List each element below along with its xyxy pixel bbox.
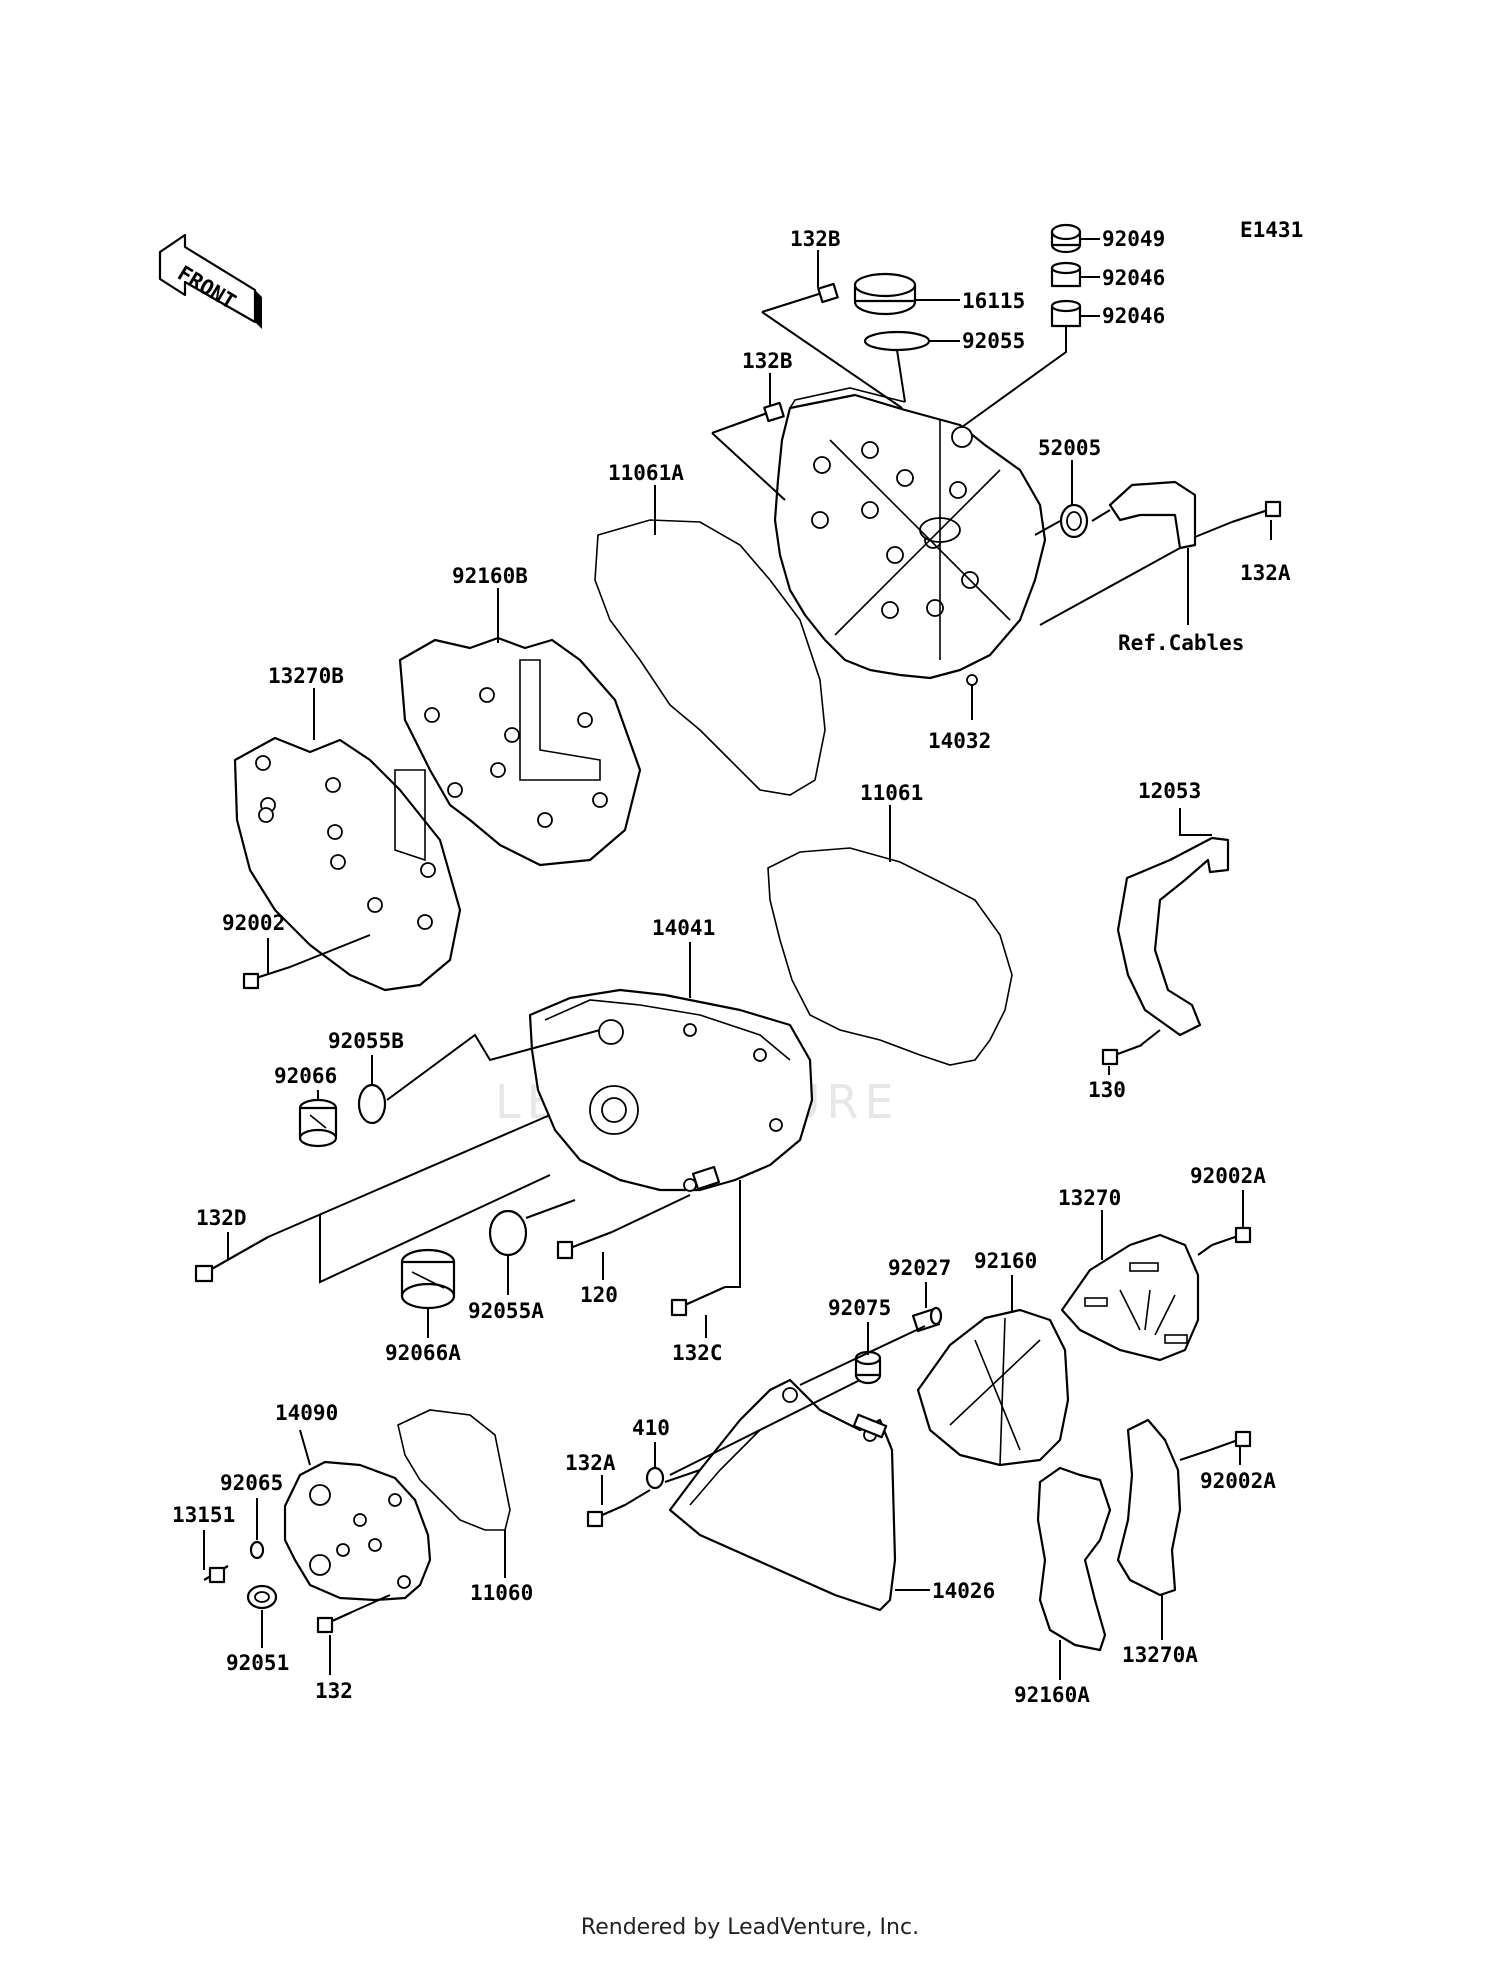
bolt-132A-low bbox=[586, 1503, 626, 1528]
plug-92066A bbox=[400, 1248, 456, 1310]
label-132D: 132D bbox=[196, 1206, 247, 1230]
bolt-132 bbox=[316, 1610, 353, 1634]
o-ring-92055A bbox=[488, 1209, 528, 1257]
front-direction-arrow: FRONT bbox=[158, 233, 262, 329]
gasket-11061 bbox=[767, 847, 1013, 1066]
label-14026: 14026 bbox=[932, 1579, 995, 1603]
label-11061: 11061 bbox=[860, 781, 923, 805]
bracket-12053 bbox=[1116, 836, 1230, 1037]
plate-92160A bbox=[1036, 1466, 1112, 1652]
label-13151: 13151 bbox=[172, 1503, 235, 1527]
label-132B-top: 132B bbox=[790, 227, 841, 251]
bolt-132B-mid bbox=[711, 401, 785, 435]
cover-13270 bbox=[1060, 1233, 1200, 1362]
cover-92160 bbox=[916, 1308, 1070, 1467]
label-16115: 16115 bbox=[962, 289, 1025, 313]
filler-cap-16115 bbox=[853, 272, 917, 316]
label-14032: 14032 bbox=[928, 729, 991, 753]
label-92051: 92051 bbox=[226, 1651, 289, 1675]
plug-92066 bbox=[298, 1098, 338, 1148]
cover-13270B bbox=[233, 736, 462, 992]
bolt-132B-top bbox=[761, 282, 839, 314]
gasket-11061A bbox=[594, 519, 826, 796]
label-14041: 14041 bbox=[652, 916, 715, 940]
label-92160B: 92160B bbox=[452, 564, 528, 588]
label-92160: 92160 bbox=[974, 1249, 1037, 1273]
bolt-92002A-low bbox=[1209, 1430, 1252, 1452]
label-92075: 92075 bbox=[828, 1296, 891, 1320]
bolt-92002 bbox=[242, 965, 291, 990]
label-92002: 92002 bbox=[222, 911, 285, 935]
label-52005: 52005 bbox=[1038, 436, 1101, 460]
label-130: 130 bbox=[1088, 1078, 1126, 1102]
label-92002A-low: 92002A bbox=[1200, 1469, 1276, 1493]
bolt-132A-top bbox=[1231, 500, 1282, 524]
label-92066A: 92066A bbox=[385, 1341, 461, 1365]
label-13270A: 13270A bbox=[1122, 1643, 1198, 1667]
oil-seal-92049 bbox=[1050, 223, 1082, 254]
bolt-120 bbox=[556, 1230, 613, 1260]
o-ring-92055 bbox=[863, 330, 931, 352]
label-132A-top: 132A bbox=[1240, 561, 1291, 585]
bolt-132C bbox=[670, 1285, 726, 1317]
label-92046-b: 92046 bbox=[1102, 304, 1165, 328]
label-92055: 92055 bbox=[962, 329, 1025, 353]
label-132A-low: 132A bbox=[565, 1451, 616, 1475]
ref-cables-note: Ref.Cables bbox=[1118, 631, 1244, 655]
sprocket-cover-14026 bbox=[668, 1378, 897, 1612]
label-132C: 132C bbox=[672, 1341, 723, 1365]
washer-410 bbox=[645, 1466, 665, 1490]
label-120: 120 bbox=[580, 1283, 618, 1307]
label-92055A: 92055A bbox=[468, 1299, 544, 1323]
label-132B-mid: 132B bbox=[742, 349, 793, 373]
bolt-130 bbox=[1101, 1043, 1143, 1066]
label-92027: 92027 bbox=[888, 1256, 951, 1280]
bolt-92002A-top bbox=[1211, 1226, 1252, 1247]
label-92065: 92065 bbox=[220, 1471, 283, 1495]
bearing-92046-b bbox=[1050, 299, 1082, 328]
label-92066: 92066 bbox=[274, 1064, 337, 1088]
sleeve-92027 bbox=[911, 1306, 943, 1333]
o-ring-92055B bbox=[357, 1083, 387, 1125]
engine-cover-14041 bbox=[528, 988, 814, 1192]
clutch-cover-14032 bbox=[773, 387, 1047, 686]
washer-92065 bbox=[249, 1540, 265, 1560]
plate-13270A bbox=[1116, 1418, 1182, 1597]
seal-92051 bbox=[246, 1584, 278, 1610]
label-13270: 13270 bbox=[1058, 1186, 1121, 1210]
bolt-132D bbox=[194, 1236, 269, 1283]
label-12053: 12053 bbox=[1138, 779, 1201, 803]
leader-lines bbox=[203, 238, 1272, 1680]
bearing-92046-a bbox=[1050, 261, 1082, 288]
label-92055B: 92055B bbox=[328, 1029, 404, 1053]
label-132: 132 bbox=[315, 1679, 353, 1703]
label-13270B: 13270B bbox=[268, 664, 344, 688]
footer-credit: Rendered by LeadVenture, Inc. bbox=[580, 1915, 920, 1940]
label-92002A-top: 92002A bbox=[1190, 1164, 1266, 1188]
diagram-id: E1431 bbox=[1240, 218, 1303, 242]
label-11061A: 11061A bbox=[608, 461, 684, 485]
seal-52005 bbox=[1059, 503, 1089, 539]
label-14090: 14090 bbox=[275, 1401, 338, 1425]
screw-13151 bbox=[203, 1565, 229, 1584]
label-92046-a: 92046 bbox=[1102, 266, 1165, 290]
label-92160A: 92160A bbox=[1014, 1683, 1090, 1707]
part-labels: 132B 16115 92055 92049 92046 92046 132B … bbox=[172, 227, 1291, 1707]
label-410: 410 bbox=[632, 1416, 670, 1440]
cover-14090 bbox=[283, 1460, 432, 1602]
label-92049: 92049 bbox=[1102, 227, 1165, 251]
cable-bracket bbox=[1108, 480, 1197, 550]
label-11060: 11060 bbox=[470, 1581, 533, 1605]
